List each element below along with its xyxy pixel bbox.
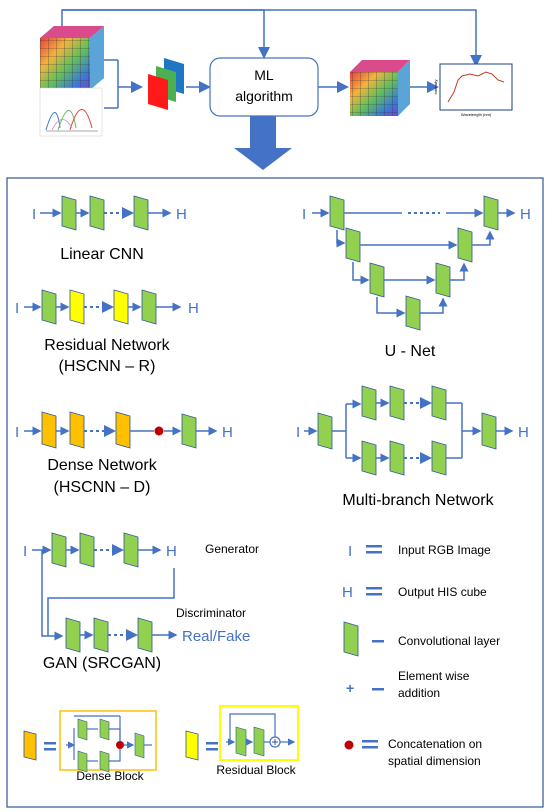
dense-network-diagram: I H Dense Network (HSCNN – D) [15, 411, 233, 496]
ml-box-line2: algorithm [235, 88, 293, 104]
unet-title: U - Net [385, 343, 436, 360]
residual-network-diagram: I H Residual Network (HSCNN – R) [15, 289, 199, 375]
linear-cnn-diagram: I H Linear CNN [32, 195, 187, 263]
dense-block-label: Dense Block [76, 769, 144, 783]
unet-input: I [302, 206, 306, 223]
dense-title-2: (HSCNN – D) [54, 479, 151, 496]
multibranch-output: H [518, 424, 529, 441]
unet-diagram: I H U - Net [302, 195, 531, 360]
legend-concat-dot [344, 740, 354, 750]
output-hsi-cube [350, 60, 410, 116]
legend-addition-line2: addition [398, 686, 440, 700]
gan-input: I [23, 543, 27, 560]
legend-conv-icon [343, 621, 359, 657]
linear-cnn-title: Linear CNN [60, 246, 144, 263]
input-hsi-cube [40, 26, 104, 90]
legend: I Input RGB Image H Output HIS cube Conv… [342, 543, 500, 768]
dense-title-1: Dense Network [47, 457, 157, 474]
multibranch-title: Multi-branch Network [342, 492, 494, 509]
legend-input-symbol: I [348, 543, 352, 560]
legend-input-text: Input RGB Image [398, 543, 491, 557]
residual-block-label: Residual Block [216, 763, 296, 777]
legend-output-symbol: H [342, 584, 353, 601]
gan-output: H [166, 543, 177, 560]
plot-xlabel: Wavelength (nm) [461, 112, 492, 117]
residual-title-1: Residual Network [44, 337, 170, 354]
ml-box-line1: ML [254, 67, 274, 83]
legend-concat-line2: spatial dimension [388, 754, 481, 768]
linear-cnn-output: H [176, 206, 187, 223]
legend-conv-text: Convolutional layer [398, 634, 500, 648]
multibranch-diagram: I H Multi-branch Network [296, 385, 529, 509]
rgb-image-layers [148, 58, 184, 110]
multibranch-input: I [296, 424, 300, 441]
residual-output: H [188, 300, 199, 317]
gan-title: GAN (SRCGAN) [43, 655, 161, 672]
unet-output: H [520, 206, 531, 223]
legend-plus-icon: + [346, 680, 354, 696]
gan-diagram: I H Generator Discriminator Real/Fake GA… [23, 532, 259, 672]
residual-input: I [15, 300, 19, 317]
residual-block-diagram: Residual Block [185, 705, 299, 777]
dense-output: H [222, 424, 233, 441]
output-spectrum-plot: Wavelength (nm) Intensity [433, 63, 513, 117]
gan-discriminator-label: Discriminator [176, 606, 246, 620]
legend-concat-line1: Concatenation on [388, 737, 482, 751]
plot-ylabel: Intensity [433, 80, 438, 95]
linear-cnn-input: I [32, 206, 36, 223]
legend-addition-line1: Element wise [398, 669, 470, 683]
gan-real-fake: Real/Fake [182, 628, 250, 645]
big-down-arrow [234, 116, 292, 170]
architectures-panel [6, 177, 544, 808]
spectral-sensitivity-plot [39, 87, 103, 137]
dense-input: I [15, 424, 19, 441]
gan-generator-label: Generator [205, 542, 259, 556]
legend-output-text: Output HIS cube [398, 585, 487, 599]
residual-title-2: (HSCNN – R) [59, 358, 156, 375]
dense-block-diagram: Dense Block [23, 710, 157, 783]
